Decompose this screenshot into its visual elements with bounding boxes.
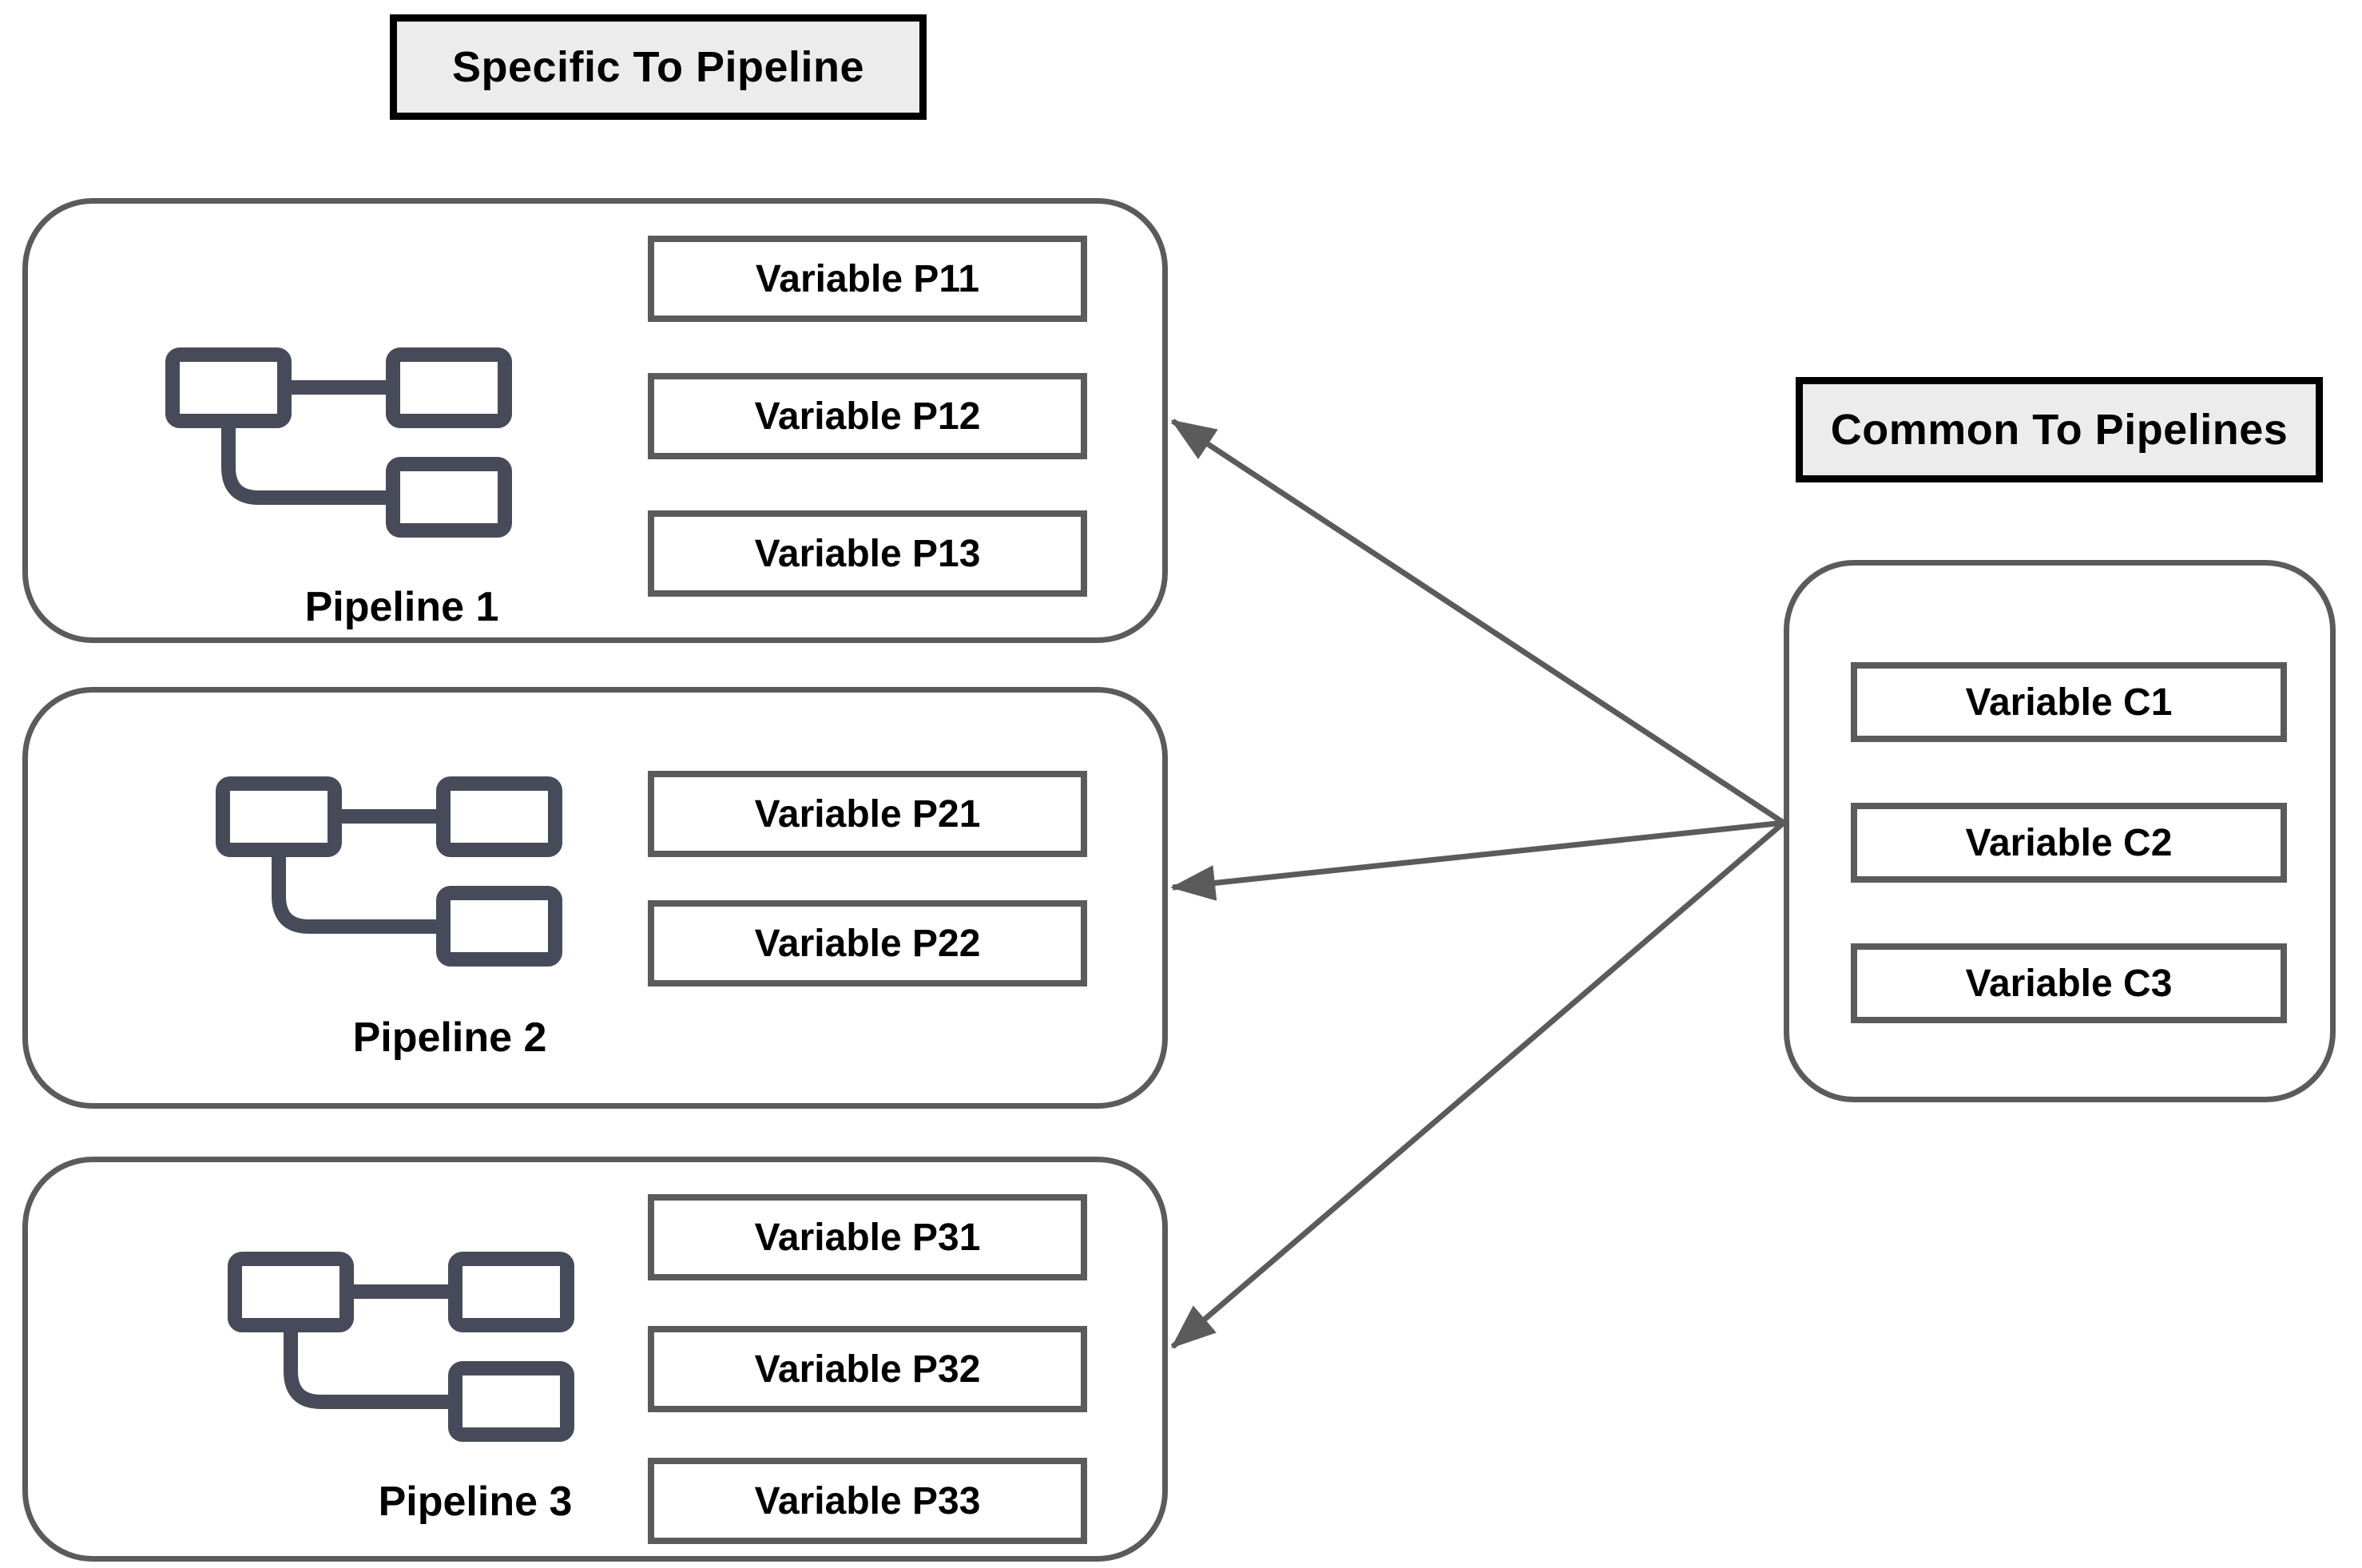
- pipeline-name: Pipeline 2: [352, 1014, 547, 1061]
- pipeline-flowchart-icon: [165, 347, 512, 538]
- arrow-common-to-pipeline-1: [1170, 419, 1785, 825]
- common-group: Variable C1 Variable C2 Variable C3: [1784, 560, 2336, 1102]
- variable-box: Variable P11: [648, 236, 1087, 322]
- pipeline-1-group: Pipeline 1 Variable P11 Variable P12 Var…: [22, 198, 1168, 643]
- variable-box: Variable P13: [648, 510, 1087, 597]
- variable-box: Variable C3: [1851, 943, 2287, 1023]
- variable-box: Variable P12: [648, 373, 1087, 459]
- variable-box: Variable P31: [648, 1194, 1087, 1280]
- pipeline-2-group: Pipeline 2 Variable P21 Variable P22: [22, 687, 1168, 1109]
- pipeline-flowchart-icon: [216, 776, 562, 967]
- variable-box: Variable P21: [648, 771, 1087, 857]
- variable-box: Variable P32: [648, 1326, 1087, 1412]
- pipeline-name: Pipeline 1: [304, 584, 499, 630]
- common-to-pipelines-label: Common To Pipelines: [1796, 377, 2323, 482]
- pipeline-flowchart-icon: [228, 1252, 574, 1442]
- arrow-common-to-pipeline-3: [1170, 820, 1786, 1349]
- variable-box: Variable P33: [648, 1458, 1087, 1544]
- variable-box: Variable P22: [648, 900, 1087, 986]
- specific-to-pipeline-label: Specific To Pipeline: [390, 14, 927, 120]
- pipeline-3-group: Pipeline 3 Variable P31 Variable P32 Var…: [22, 1157, 1168, 1562]
- pipeline-name: Pipeline 3: [378, 1479, 573, 1525]
- arrow-common-to-pipeline-2: [1170, 820, 1784, 901]
- variable-box: Variable C2: [1851, 803, 2287, 883]
- variable-box: Variable C1: [1851, 662, 2287, 742]
